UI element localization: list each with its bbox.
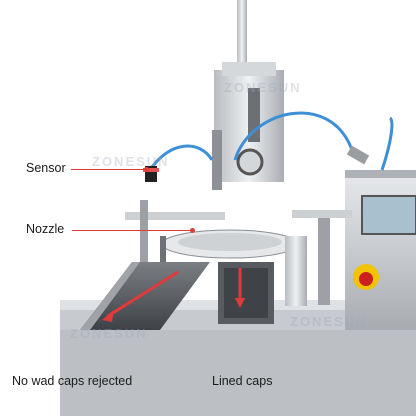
- watermark-bottom-right: ZONESUN: [290, 314, 368, 329]
- control-cabinet: [345, 170, 416, 330]
- watermark-top: ZONESUN: [224, 80, 302, 95]
- sensor-label: Sensor: [26, 161, 66, 175]
- display-screen: [361, 195, 416, 235]
- watermark-mid: ZONESUN: [92, 154, 170, 169]
- nozzle-label: Nozzle: [26, 222, 65, 236]
- watermark-bottom: ZONESUN: [70, 326, 148, 341]
- sensor-callout-line: [71, 169, 147, 170]
- nozzle-callout-line: [72, 230, 192, 231]
- sensor-callout-dot: [144, 167, 149, 172]
- rejected-caps-label: No wad caps rejected: [12, 374, 133, 388]
- nozzle-callout-dot: [190, 228, 195, 233]
- lined-caps-label: Lined caps: [212, 374, 273, 388]
